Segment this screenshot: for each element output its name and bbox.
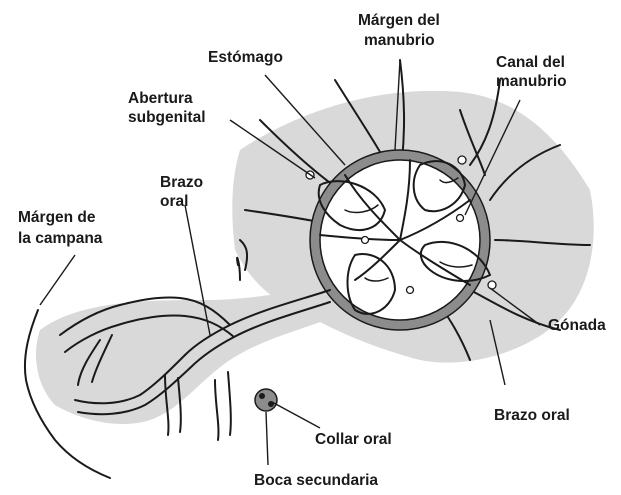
label-brazo-oral-right: Brazo oral — [494, 407, 570, 424]
secondary-mouth — [255, 389, 277, 411]
label-boca-secundaria: Boca secundaria — [254, 472, 378, 489]
label-margen-campana-1: Márgen de — [18, 209, 96, 226]
label-gonada: Gónada — [548, 317, 606, 334]
label-estomago: Estómago — [208, 49, 283, 66]
label-margen-manubrio-2: manubrio — [364, 32, 435, 49]
label-brazo-oral-1: Brazo — [160, 174, 203, 191]
label-collar-oral: Collar oral — [315, 431, 392, 448]
label-abertura-1: Abertura — [128, 90, 193, 107]
label-margen-manubrio-1: Márgen del — [358, 12, 440, 29]
label-abertura-2: subgenital — [128, 109, 206, 126]
label-brazo-oral-2: oral — [160, 193, 188, 210]
label-margen-campana-2: la campana — [18, 230, 103, 247]
label-canal-manubrio-2: manubrio — [496, 73, 567, 90]
shaded-oral-arm — [36, 285, 340, 424]
label-canal-manubrio-1: Canal del — [496, 54, 565, 71]
